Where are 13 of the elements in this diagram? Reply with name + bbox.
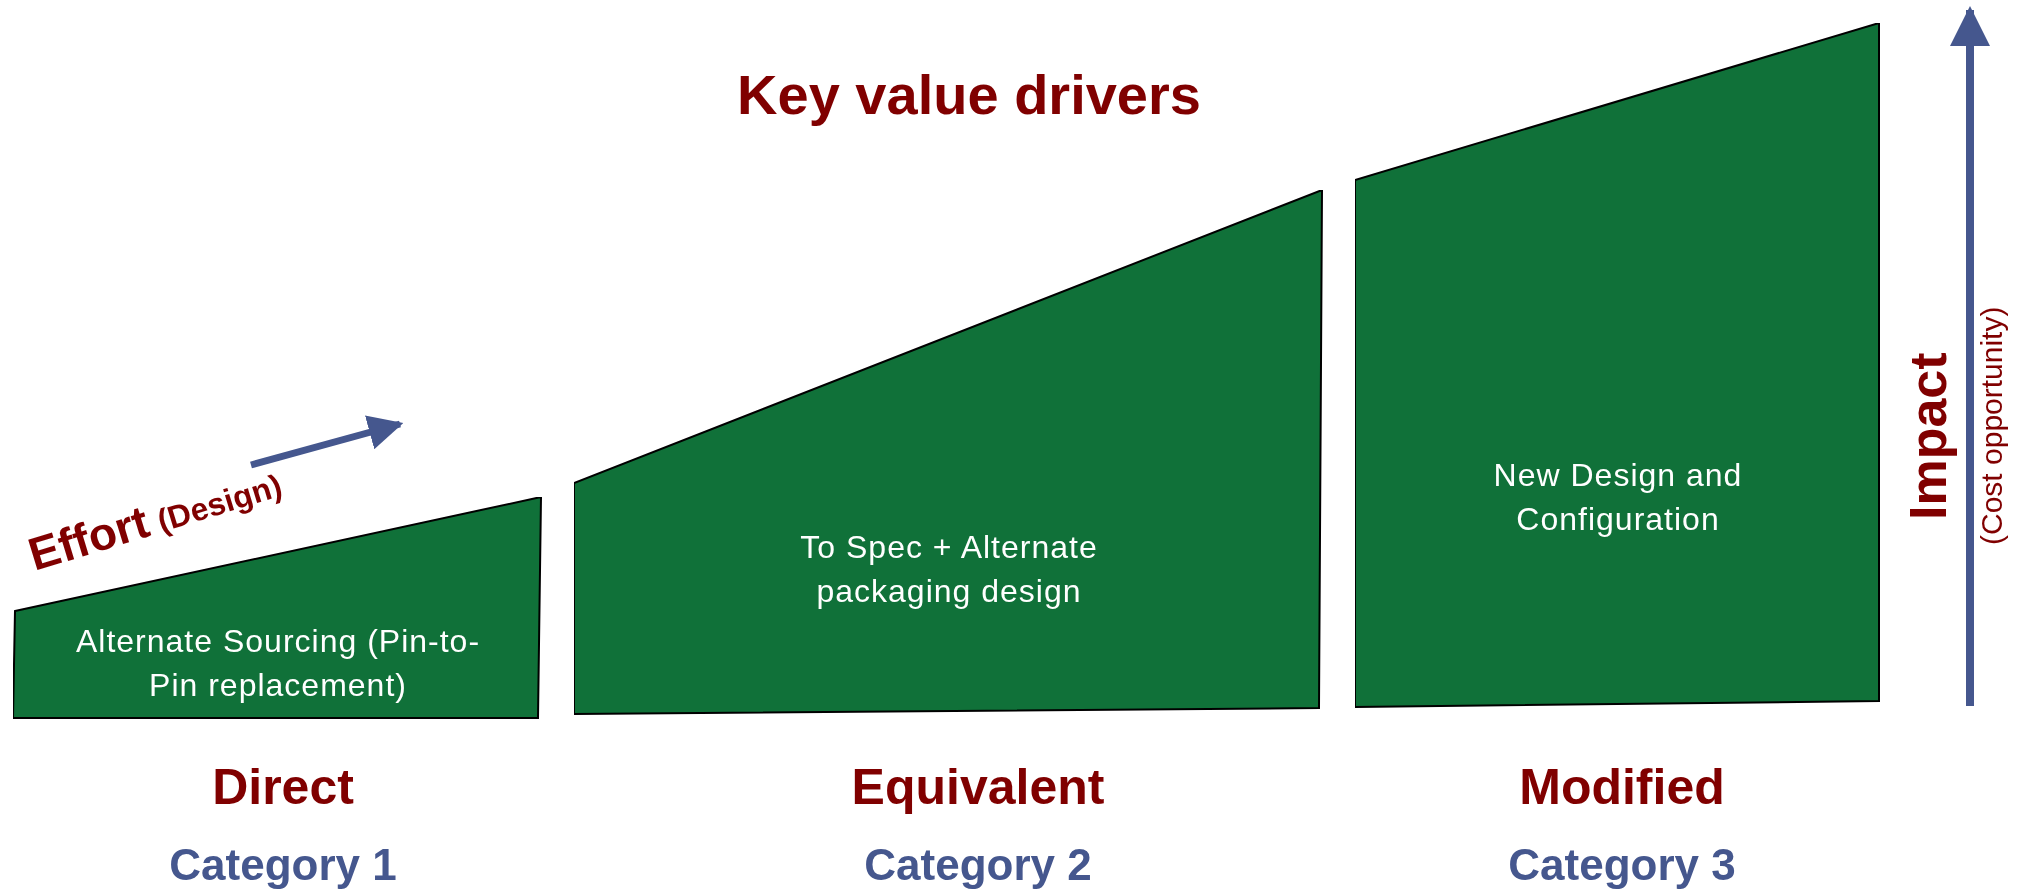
category-name: Modified	[1519, 758, 1725, 816]
axis-sublabel: (Cost opportunity)	[1975, 306, 2009, 545]
diagram-title: Key value drivers	[737, 62, 1201, 127]
category-name: Equivalent	[851, 758, 1105, 816]
category-number: Category 3	[1508, 840, 1736, 890]
block-label: New Design and Configuration	[1492, 456, 1744, 539]
axis-label: Effort	[22, 495, 155, 581]
category-number: Category 1	[169, 840, 397, 890]
category-number: Category 2	[864, 840, 1092, 890]
block-label: Alternate Sourcing (Pin-to-Pin replacement)	[74, 622, 482, 705]
block-label: To Spec + Alternate packaging design	[799, 528, 1099, 611]
axis-label: Impact	[1898, 352, 1958, 520]
category-name: Direct	[212, 758, 354, 816]
